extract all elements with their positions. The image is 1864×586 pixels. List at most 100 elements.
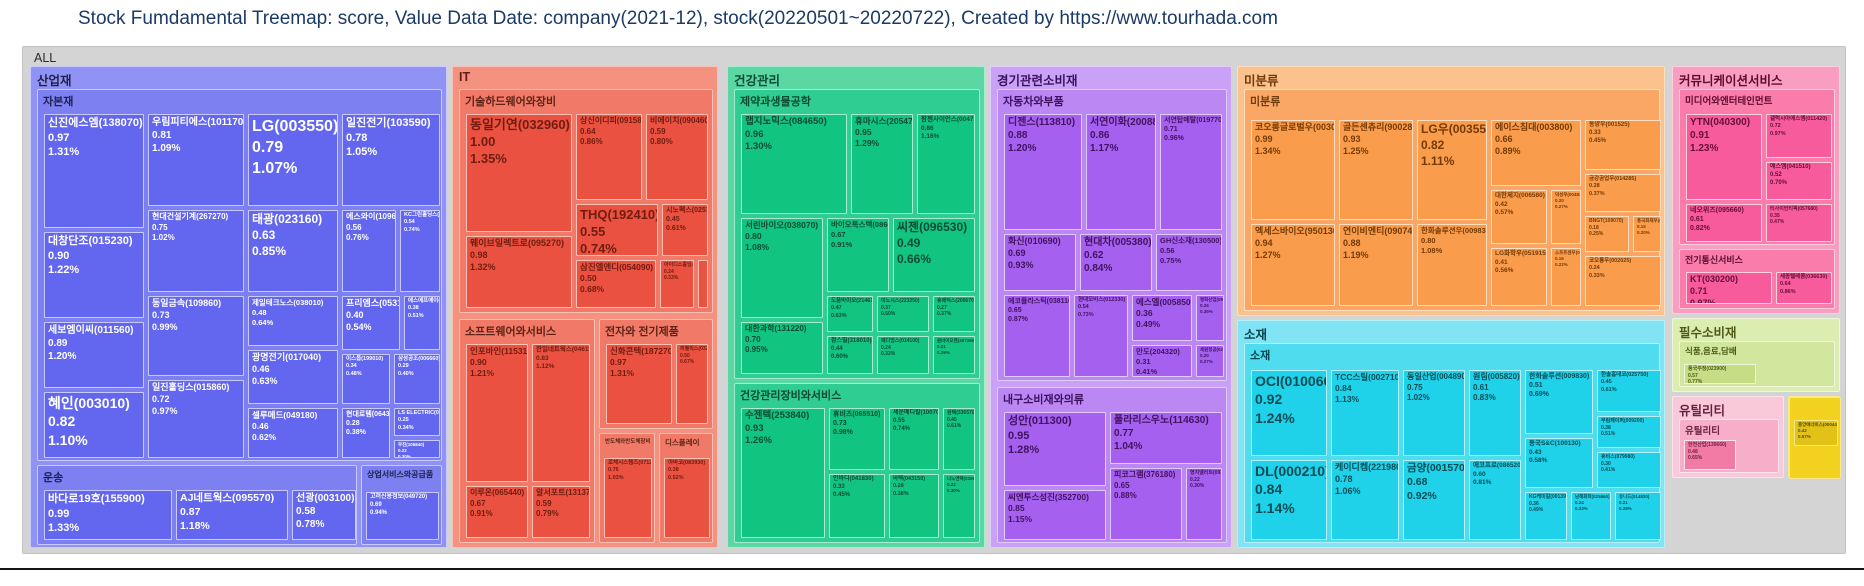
- stock-tile[interactable]: 에스에프에이(056190)0.380.51%: [404, 296, 440, 350]
- stock-tile[interactable]: 흥국화재우(000545)0.150.20%: [1633, 216, 1661, 252]
- treemap-root-label[interactable]: ALL: [34, 51, 57, 65]
- stock-tile[interactable]: 평화산업(090080)0.260.35%: [1196, 295, 1224, 341]
- stock-tile[interactable]: LS ELECTRIC(010120)0.250.34%: [394, 408, 440, 436]
- stock-tile[interactable]: 나노엔텍(039860)0.220.30%: [943, 474, 975, 538]
- industry-header-electronics[interactable]: 전자와 전기제품: [605, 326, 679, 338]
- stock-tile[interactable]: 에스와이(109610)0.560.76%: [342, 210, 396, 292]
- stock-tile[interactable]: KC그린홀딩스(009440)0.540.74%: [400, 210, 440, 292]
- industry-header-transportation[interactable]: 운송: [43, 472, 64, 484]
- stock-tile[interactable]: 프리엠스(053160)0.400.54%: [342, 296, 400, 350]
- industry-header-display[interactable]: 디스플레이: [665, 438, 700, 447]
- industry-header-tech-hardware[interactable]: 기술하드웨어와장비: [465, 96, 557, 108]
- sector-header-utilities[interactable]: 유틸리티: [1679, 404, 1726, 418]
- stock-tile[interactable]: 현대로템(064350)0.280.38%: [342, 408, 390, 458]
- industry-header-food-beverage-tobacco[interactable]: 식품,음료,담배: [1685, 346, 1737, 356]
- stock-tile[interactable]: 팜젠사이언스(004720)0.861.16%: [917, 114, 975, 214]
- stock-tile[interactable]: 아이디스홀딩스(054800)0.240.33%: [660, 260, 694, 308]
- industry-header-durables-apparel[interactable]: 내구소비재와의류: [1003, 394, 1084, 406]
- industry-header-unclassified-sub[interactable]: 미분류: [1250, 96, 1281, 108]
- stock-tile[interactable]: 덕성우(004835)0.200.27%: [1551, 190, 1581, 244]
- industry-header-healthcare-equipment[interactable]: 건강관리장비와서비스: [740, 390, 842, 402]
- stock-tile[interactable]: 세원정공(021820)0.200.27%: [1196, 345, 1224, 377]
- industry-header-software-services[interactable]: 소프트웨어와서비스: [465, 326, 557, 338]
- stock-tile[interactable]: [698, 260, 708, 308]
- stock-tile[interactable]: 로체시스템즈(071280)0.761.03%: [604, 458, 652, 538]
- stock-tile[interactable]: 피델릭스(032580)0.500.67%: [676, 344, 708, 424]
- industry-header-autos-parts[interactable]: 자동차와부품: [1003, 96, 1064, 108]
- sector-header-unclassified[interactable]: 미분류: [1244, 74, 1279, 88]
- stock-tile[interactable]: 소프트센우(032685)0.160.22%: [1551, 248, 1581, 306]
- stock-tile[interactable]: 서연이화(200880)0.861.17%: [1086, 114, 1156, 230]
- stock-tile[interactable]: LG우(003555)0.821.11%: [1417, 120, 1487, 220]
- industry-header-capital-goods[interactable]: 자본재: [43, 96, 74, 108]
- stock-tile[interactable]: 코오롱글로벌우(003075)0.991.34%: [1251, 120, 1335, 220]
- stock-tile[interactable]: 시노펙스(025320)0.450.61%: [662, 204, 708, 256]
- sector-header-communication-services[interactable]: 커뮤니케이션서비스: [1679, 74, 1783, 88]
